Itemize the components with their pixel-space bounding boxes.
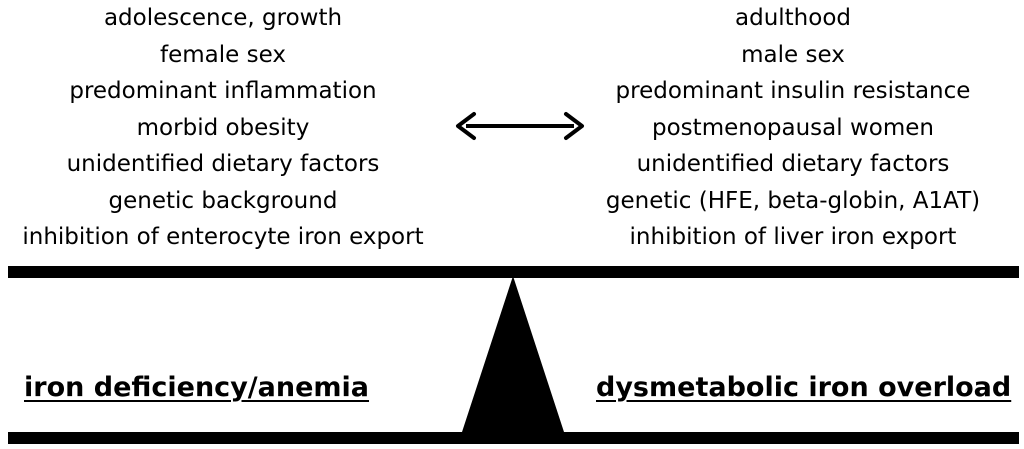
right-factor: predominant insulin resistance <box>615 78 971 104</box>
left-factor: genetic background <box>108 187 338 214</box>
right-factor: inhibition of liver iron export <box>629 224 957 250</box>
right-factor: male sex <box>741 41 845 68</box>
right-factor: unidentified dietary factors <box>636 151 950 177</box>
right-factor: postmenopausal women <box>652 114 934 141</box>
left-factor: predominant inflammation <box>69 78 377 104</box>
left-outcome-label: iron deficiency/anemia <box>24 372 370 403</box>
balance-beam <box>8 266 1019 278</box>
right-factor-list: adulthood male sex predominant insulin r… <box>588 0 998 256</box>
left-factor: female sex <box>160 41 286 68</box>
arrow-head-right <box>564 112 584 140</box>
double-headed-arrow-icon <box>456 112 584 140</box>
right-outcome-label: dysmetabolic iron overload <box>596 372 1012 403</box>
left-factor: adolescence, growth <box>103 5 343 31</box>
fulcrum-triangle <box>462 276 564 432</box>
fulcrum-shape <box>462 276 564 432</box>
left-factor: morbid obesity <box>136 114 310 141</box>
right-factor: adulthood <box>735 5 851 31</box>
right-factor: genetic (HFE, beta-globin, A1AT) <box>605 187 981 214</box>
base-line <box>8 432 1019 444</box>
left-factor: inhibition of enterocyte iron export <box>22 224 424 250</box>
arrow-head-left <box>456 112 476 140</box>
left-factor-list: adolescence, growth female sex predomina… <box>0 0 446 256</box>
left-factor: unidentified dietary factors <box>66 151 380 177</box>
